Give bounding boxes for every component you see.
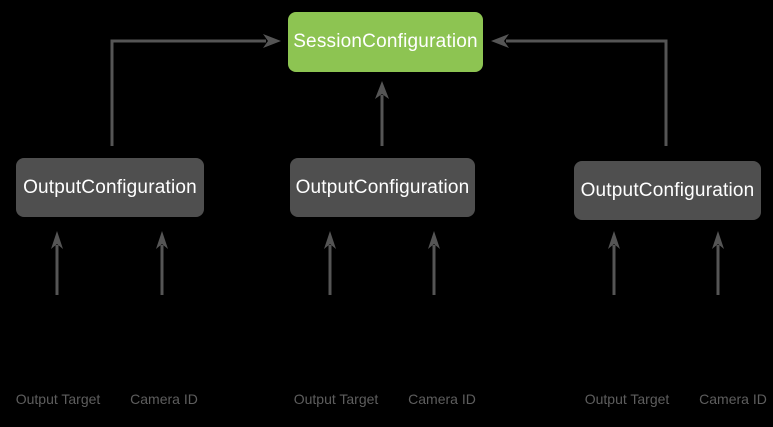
- camera-id-label-1: Camera ID: [130, 391, 198, 407]
- arrow-up-icon: [608, 231, 620, 249]
- arrow-right-icon: [263, 34, 281, 48]
- arrow-up-icon: [324, 231, 336, 249]
- session-configuration-box: SessionConfiguration: [288, 12, 483, 72]
- output-configuration-box-1: OutputConfiguration: [16, 158, 204, 217]
- arrow-left-icon: [491, 34, 509, 48]
- output-configuration-box-3: OutputConfiguration: [574, 161, 761, 220]
- connector-left-output-to-session: [110, 39, 266, 146]
- camera-id-label-2: Camera ID: [408, 391, 476, 407]
- arrow-up-icon: [712, 231, 724, 249]
- arrow-up-icon: [156, 231, 168, 249]
- output-target-label-2: Output Target: [293, 391, 379, 407]
- output-configuration-box-2: OutputConfiguration: [290, 158, 475, 217]
- camera-id-label-3: Camera ID: [699, 391, 767, 407]
- arrow-up-icon: [428, 231, 440, 249]
- arrow-up-icon: [51, 231, 63, 249]
- arrow-up-icon: [375, 81, 389, 99]
- output-target-label-1: Output Target: [15, 391, 101, 407]
- connector-right-output-to-session: [506, 39, 668, 146]
- output-target-label-3: Output Target: [584, 391, 670, 407]
